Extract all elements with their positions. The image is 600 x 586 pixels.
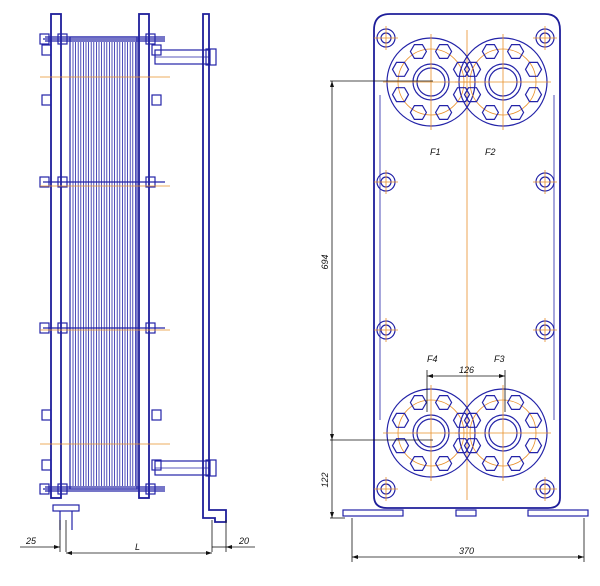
- tie-rod-nut: [57, 483, 68, 495]
- bolt-nut: [41, 459, 52, 471]
- frame-bolt: [533, 477, 557, 501]
- flange-nut: [506, 395, 525, 410]
- front-center-foot: [455, 509, 477, 517]
- dim-122-label: 122: [320, 472, 330, 487]
- flange-nut: [524, 412, 543, 428]
- flange-nut: [434, 43, 453, 60]
- tie-rod-nut: [57, 176, 68, 188]
- port-label-f3: F3: [494, 354, 505, 364]
- bolt-nut: [41, 44, 52, 56]
- tie-rod-nut: [57, 322, 68, 334]
- front-left-foot: [342, 509, 404, 517]
- bolt-nut: [151, 409, 162, 421]
- flange-nut: [524, 438, 543, 454]
- tie-rod-nut: [145, 483, 156, 495]
- frame-bolt: [374, 318, 398, 342]
- dim-694-label: 694: [320, 254, 330, 269]
- port-flange: [383, 34, 479, 130]
- bottom-nozzle-flange: [205, 459, 217, 477]
- tie-rods: [39, 33, 165, 495]
- dim-370-label: 370: [459, 546, 474, 556]
- front-view: [342, 13, 589, 517]
- left-foot: [52, 504, 80, 512]
- front-right-foot: [527, 509, 589, 517]
- dim-25-label: 25: [25, 536, 37, 546]
- flange-nut: [506, 43, 525, 60]
- flange-nut: [391, 87, 410, 103]
- plate-pack: [69, 36, 138, 490]
- plate-lines: [72, 42, 136, 486]
- port-label-f1: F1: [430, 147, 441, 157]
- flange-nut: [506, 104, 525, 121]
- tie-rod-nut: [145, 33, 156, 45]
- flange-nut: [391, 412, 410, 428]
- flange-nut: [409, 43, 428, 60]
- frame-bolt: [374, 26, 398, 50]
- port-flange: [455, 34, 551, 130]
- front-view-dimensions: 694 122 126 370: [320, 80, 585, 562]
- frame-bolt: [374, 477, 398, 501]
- flange-nut: [409, 456, 428, 471]
- flange-nut: [463, 61, 482, 77]
- flange-nut: [452, 438, 471, 454]
- flange-nut: [409, 395, 428, 410]
- flange-nut: [434, 395, 453, 410]
- fixed-frame-plate: [50, 13, 62, 499]
- flange-nut: [452, 87, 471, 103]
- bolt-nut: [41, 94, 52, 106]
- frame-plate: [373, 13, 561, 509]
- frame-bolt: [533, 26, 557, 50]
- flange-nut: [524, 87, 543, 103]
- port-flange: [455, 385, 551, 481]
- flange-nut: [506, 456, 525, 471]
- frame-bolt: [374, 170, 398, 194]
- support-column: [202, 13, 227, 523]
- dim-20-label: 20: [238, 536, 249, 546]
- side-view-dimensions: 25 L 20: [20, 520, 255, 555]
- flange-nut: [434, 104, 453, 121]
- frame-bolt: [533, 318, 557, 342]
- bolt-nut: [41, 409, 52, 421]
- bolt-nut: [151, 94, 162, 106]
- flange-nut: [463, 87, 482, 103]
- tie-rod-nut: [145, 322, 156, 334]
- flange-nut: [481, 456, 500, 471]
- tie-rod-nut: [39, 483, 50, 495]
- side-view: [39, 13, 227, 530]
- flange-nut: [463, 438, 482, 454]
- port-label-f2: F2: [485, 147, 496, 157]
- flange-nut: [452, 61, 471, 77]
- pressure-plate: [138, 13, 150, 499]
- frame-bolt: [533, 170, 557, 194]
- dim-l-label: L: [135, 542, 140, 552]
- flange-nut: [524, 61, 543, 77]
- flange-nut: [481, 43, 500, 60]
- tie-rod-nut: [57, 33, 68, 45]
- dim-126-label: 126: [459, 365, 474, 375]
- tie-rod-nut: [39, 33, 50, 45]
- top-nozzle-flange: [205, 48, 217, 66]
- flange-nut: [452, 412, 471, 428]
- flange-nut: [409, 104, 428, 121]
- tie-rod-nut: [39, 322, 50, 334]
- flange-nut: [481, 395, 500, 410]
- flange-nut: [391, 61, 410, 77]
- flange-nut: [463, 412, 482, 428]
- tie-rod-nut: [145, 176, 156, 188]
- flange-nut: [481, 104, 500, 121]
- bolt-nut: [151, 459, 162, 471]
- tie-rod-nut: [39, 176, 50, 188]
- flange-nut: [434, 456, 453, 471]
- port-label-f4: F4: [427, 354, 438, 364]
- flange-nut: [391, 438, 410, 454]
